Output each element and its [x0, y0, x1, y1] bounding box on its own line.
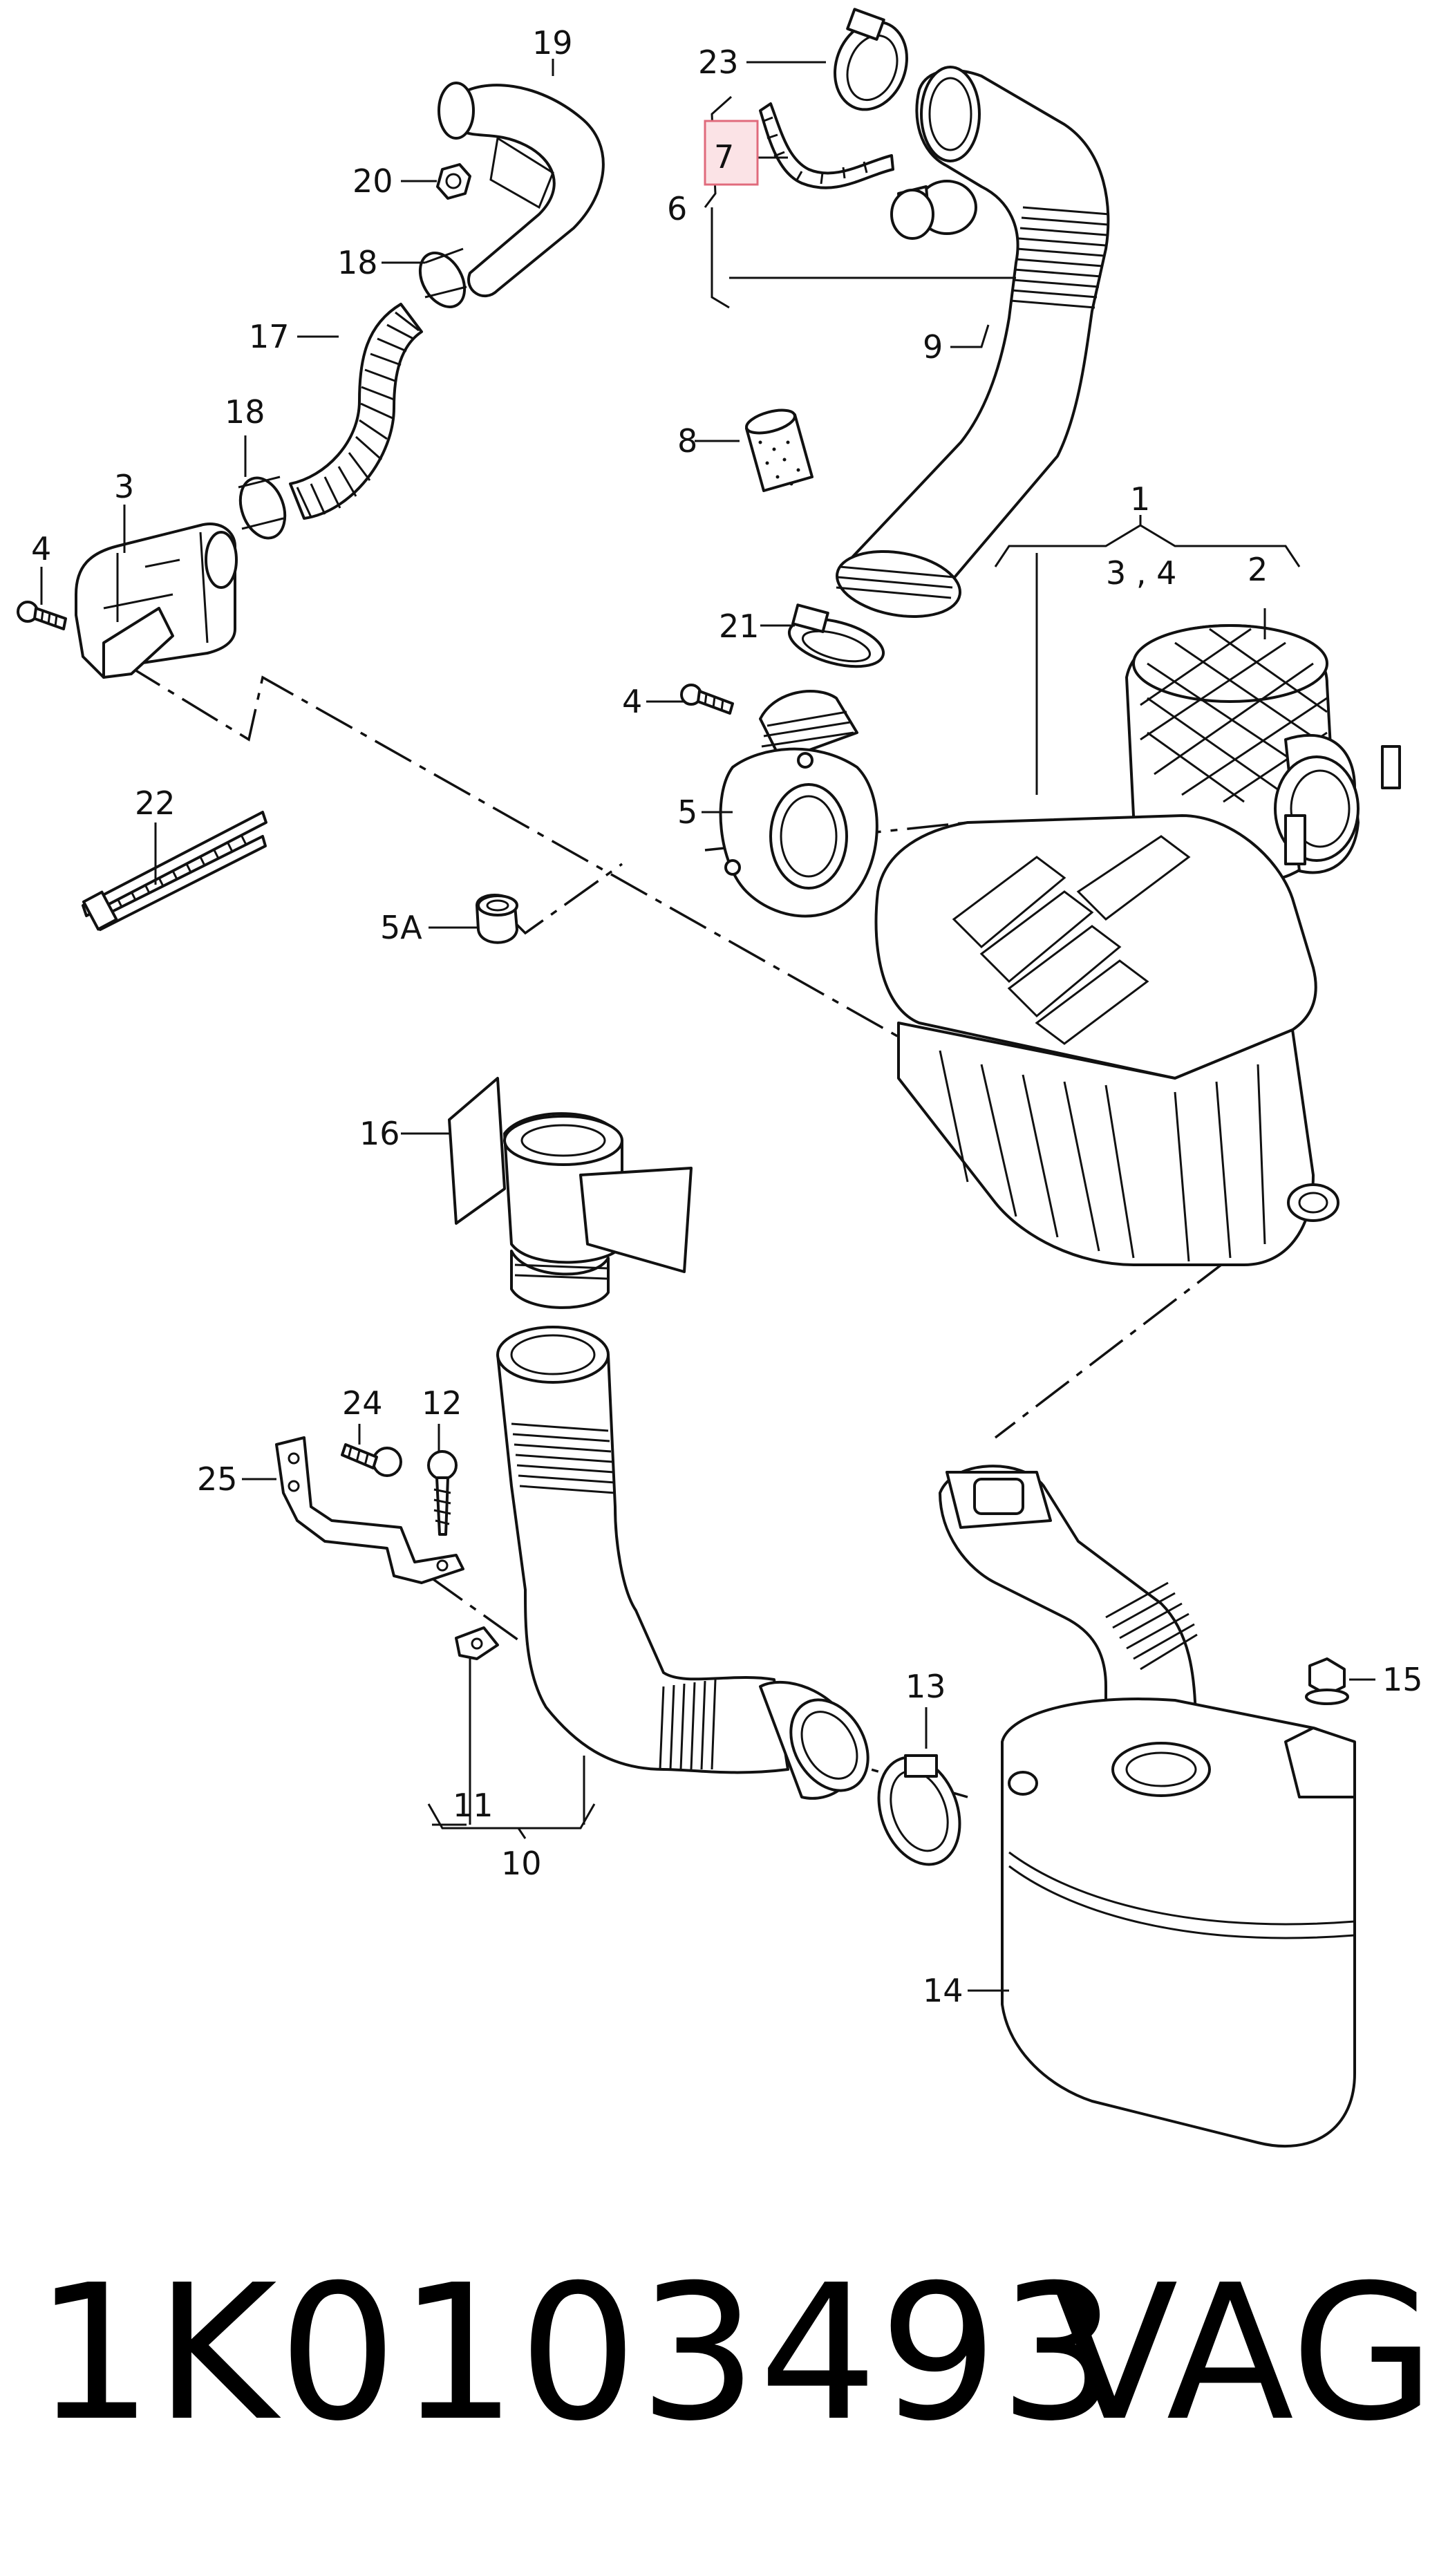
- callout-5: 5: [677, 793, 697, 831]
- callout-8: 8: [677, 422, 697, 460]
- part-11-clip: [455, 1626, 499, 1660]
- part-14-resonator: [939, 1465, 1356, 2148]
- callout-25: 25: [197, 1460, 238, 1498]
- callout-22: 22: [135, 784, 176, 822]
- part-12-screw: [427, 1450, 458, 1536]
- part-8-foam-sleeve: [745, 408, 813, 492]
- callout-10: 10: [501, 1845, 542, 1882]
- part-18-clamp-upper: [418, 247, 467, 308]
- part-24-bolt: [341, 1443, 402, 1477]
- callout-12: 12: [422, 1384, 462, 1422]
- callout-11: 11: [453, 1787, 493, 1824]
- part-number: 1K0103493: [35, 2244, 1120, 2462]
- callout-1: 1: [1130, 480, 1150, 518]
- part-10-intake-pipe: [496, 1326, 869, 1800]
- part-22-cable-tie: [82, 811, 267, 931]
- part-25-bracket: [275, 1436, 464, 1584]
- callout-19: 19: [532, 24, 573, 62]
- callout-4-left: 4: [31, 530, 51, 567]
- part-13-clamp: [877, 1754, 961, 1866]
- part-5-adapter: [719, 690, 878, 918]
- callout-18-upper: 18: [337, 244, 378, 281]
- part-17-corrugated-hose: [289, 303, 423, 520]
- part-3-housing: [75, 523, 238, 679]
- callout-13: 13: [905, 1668, 946, 1705]
- callout-6: 6: [667, 190, 687, 227]
- part-20-nut: [436, 163, 471, 200]
- callout-20: 20: [352, 162, 393, 200]
- callout-15: 15: [1382, 1661, 1423, 1698]
- part-7-small-hose: [759, 102, 894, 189]
- callout-3-4: 3 , 4: [1106, 554, 1176, 592]
- callout-3: 3: [114, 468, 134, 505]
- part-5A-grommet: [476, 894, 518, 944]
- callout-2: 2: [1248, 551, 1268, 588]
- callout-4-right: 4: [622, 683, 642, 720]
- part-18-clamp-lower: [238, 476, 287, 540]
- callout-14: 14: [923, 1972, 963, 2009]
- part-16-connector: [448, 1077, 693, 1309]
- part-19-breather-pipe: [438, 82, 605, 298]
- footer-caption: 1K0103493 VAG: [0, 2232, 1439, 2523]
- callout-17: 17: [249, 318, 290, 355]
- part-21-clamp: [787, 603, 885, 668]
- callout-9: 9: [923, 328, 943, 366]
- part-4-screw-left: [17, 601, 67, 630]
- callout-labels: 19 20 18 17 18 3 4 22 23 7 6 9 8 1 3 , 4…: [31, 24, 1423, 2009]
- callout-18-lower: 18: [225, 393, 265, 431]
- part-1-airbox: [874, 814, 1339, 1266]
- part-4-screw-right: [680, 684, 734, 715]
- part-15-nut: [1305, 1657, 1349, 1705]
- callout-24: 24: [342, 1384, 383, 1422]
- part-9-intake-duct: [836, 66, 1110, 618]
- part-7-highlight-box: [704, 120, 759, 186]
- brand-name: VAG: [1051, 2244, 1436, 2462]
- callout-23: 23: [698, 44, 739, 81]
- callout-7: 7: [714, 138, 734, 176]
- callout-16: 16: [359, 1115, 400, 1152]
- callout-5A: 5A: [380, 909, 422, 946]
- callout-21: 21: [719, 608, 760, 645]
- part-2-filter-element: [1125, 624, 1401, 886]
- part-23-clamp: [834, 8, 908, 111]
